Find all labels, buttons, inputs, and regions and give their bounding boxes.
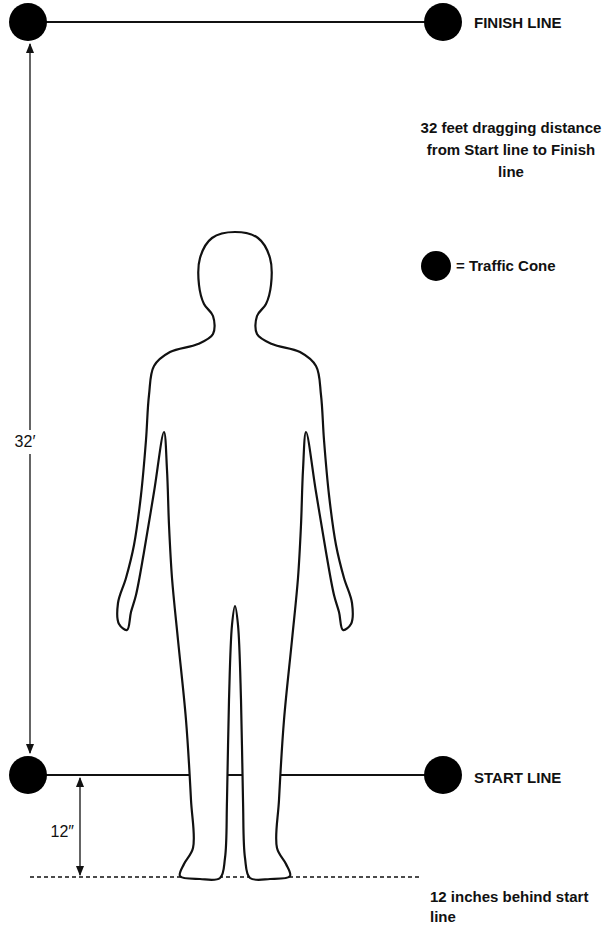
finish-line-label: FINISH LINE bbox=[474, 13, 604, 32]
legend-cone-symbol bbox=[421, 251, 451, 281]
behind-line-note: 12 inches behind start line bbox=[430, 887, 590, 927]
distance-note: 32 feet dragging distance from Start lin… bbox=[416, 117, 606, 183]
traffic-cone bbox=[424, 756, 462, 794]
dimension-line bbox=[29, 44, 30, 753]
body-outline bbox=[117, 232, 353, 880]
dimension-line bbox=[79, 778, 80, 875]
human-figure bbox=[117, 232, 353, 880]
dimension-label: 12″ bbox=[46, 820, 74, 844]
dimension-label: 32′ bbox=[9, 430, 41, 454]
legend-text: = Traffic Cone bbox=[456, 256, 556, 276]
dashed-line bbox=[30, 876, 420, 877]
traffic-cone bbox=[9, 756, 47, 794]
start-line-label: START LINE bbox=[474, 768, 604, 787]
finish-line bbox=[28, 21, 443, 23]
traffic-cone bbox=[9, 3, 47, 41]
traffic-cone bbox=[424, 3, 462, 41]
start-line bbox=[28, 774, 443, 776]
